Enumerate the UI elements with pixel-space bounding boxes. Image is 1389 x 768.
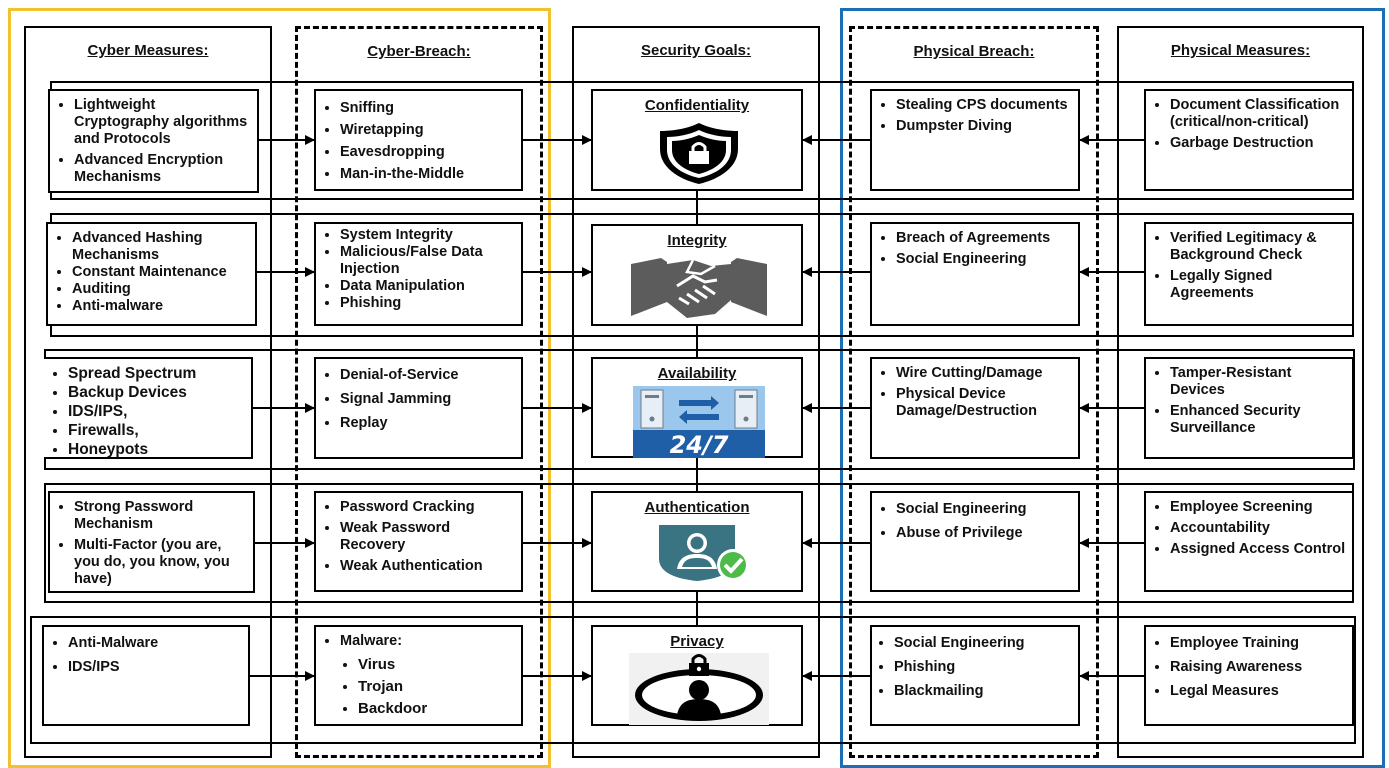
list-item: Password Cracking bbox=[340, 499, 517, 516]
physical-measures-box-authentication: Employee Screening Accountability Assign… bbox=[1144, 491, 1354, 592]
list-item: Dumpster Diving bbox=[896, 118, 1074, 135]
list-item: Wiretapping bbox=[340, 119, 517, 141]
goal-title: Integrity bbox=[667, 232, 727, 249]
list-item: Enhanced Security Surveillance bbox=[1170, 403, 1348, 437]
list-item: Eavesdropping bbox=[340, 141, 517, 163]
list-item: Advanced Encryption Mechanisms bbox=[74, 152, 253, 186]
list-item: IDS/IPS, bbox=[68, 402, 247, 421]
cyber-breach-box-privacy: Malware: Virus Trojan Backdoor bbox=[314, 625, 523, 726]
list-item: Blackmailing bbox=[894, 681, 1074, 701]
cyber-measures-box-integrity: Advanced Hashing Mechanisms Constant Mai… bbox=[46, 222, 257, 326]
cyber-breach-box-confidentiality: Sniffing Wiretapping Eavesdropping Man-i… bbox=[314, 89, 523, 191]
goal-box-authentication: Authentication bbox=[591, 491, 803, 592]
physical-breach-box-availability: Wire Cutting/Damage Physical Device Dama… bbox=[870, 357, 1080, 459]
list-item: Lightweight Cryptography algorithms and … bbox=[74, 97, 253, 148]
column-header-physical-measures: Physical Measures: bbox=[1170, 42, 1311, 59]
physical-breach-box-privacy: Social Engineering Phishing Blackmailing bbox=[870, 625, 1080, 726]
list-item: Signal Jamming bbox=[340, 389, 517, 409]
list-item: Tamper-Resistant Devices bbox=[1170, 365, 1348, 399]
list-item: IDS/IPS bbox=[68, 657, 244, 677]
physical-measures-box-availability: Tamper-Resistant Devices Enhanced Securi… bbox=[1144, 357, 1354, 459]
list-item: Denial-of-Service bbox=[340, 365, 517, 385]
goal-title: Authentication bbox=[644, 499, 750, 516]
list-item: Multi-Factor (you are, you do, you know,… bbox=[74, 537, 249, 588]
cyber-measures-box-availability: Spread Spectrum Backup Devices IDS/IPS, … bbox=[44, 357, 253, 459]
cyber-breach-box-authentication: Password Cracking Weak Password Recovery… bbox=[314, 491, 523, 592]
row-frame-privacy bbox=[30, 616, 1356, 744]
physical-measures-box-confidentiality: Document Classification (critical/non-cr… bbox=[1144, 89, 1354, 191]
cyber-breach-box-availability: Denial-of-Service Signal Jamming Replay bbox=[314, 357, 523, 459]
goal-box-integrity: Integrity bbox=[591, 224, 803, 326]
goal-box-privacy: Privacy bbox=[591, 625, 803, 726]
goal-box-availability: Availability 24/7 bbox=[591, 357, 803, 458]
list-item: Weak Authentication bbox=[340, 558, 517, 575]
list-item: Verified Legitimacy & Background Check bbox=[1170, 230, 1348, 264]
list-item: Social Engineering bbox=[894, 633, 1074, 653]
list-item: Trojan bbox=[358, 676, 521, 698]
list-item: Stealing CPS documents bbox=[896, 97, 1074, 114]
list-item: Social Engineering bbox=[896, 499, 1074, 519]
goal-title: Privacy bbox=[670, 633, 724, 650]
list-item: Assigned Access Control bbox=[1170, 541, 1348, 558]
column-header-physical-breach: Physical Breach: bbox=[913, 43, 1035, 60]
cyber-measures-box-authentication: Strong Password Mechanism Multi-Factor (… bbox=[48, 491, 255, 593]
list-item: Anti-malware bbox=[72, 298, 251, 315]
goal-box-confidentiality: Confidentiality bbox=[591, 89, 803, 191]
column-header-security-goals: Security Goals: bbox=[640, 42, 752, 59]
list-item: Malware: bbox=[340, 633, 517, 650]
handshake-icon bbox=[631, 258, 767, 318]
list-item: Honeypots bbox=[68, 440, 247, 459]
cyber-measures-box-privacy: Anti-Malware IDS/IPS bbox=[42, 625, 250, 726]
list-item: Physical Device Damage/Destruction bbox=[896, 386, 1074, 420]
list-item: Spread Spectrum bbox=[68, 364, 247, 383]
physical-measures-box-integrity: Verified Legitimacy & Background Check L… bbox=[1144, 222, 1354, 326]
list-item: Legally Signed Agreements bbox=[1170, 268, 1348, 302]
list-item: Wire Cutting/Damage bbox=[896, 365, 1074, 382]
list-item: Man-in-the-Middle bbox=[340, 163, 517, 185]
physical-breach-box-confidentiality: Stealing CPS documents Dumpster Diving bbox=[870, 89, 1080, 191]
list-item: Auditing bbox=[72, 281, 251, 298]
shield-lock-icon bbox=[660, 123, 738, 184]
badge-24-7: 24/7 bbox=[670, 431, 729, 458]
list-item: Data Manipulation bbox=[340, 278, 517, 295]
servers-24-7-icon: 24/7 bbox=[633, 386, 765, 458]
list-item: Phishing bbox=[340, 295, 517, 312]
list-item: Document Classification (critical/non-cr… bbox=[1170, 97, 1348, 131]
list-item: Weak Password Recovery bbox=[340, 520, 517, 554]
list-item: Accountability bbox=[1170, 520, 1348, 537]
goal-title: Availability bbox=[657, 365, 737, 382]
physical-breach-box-authentication: Social Engineering Abuse of Privilege bbox=[870, 491, 1080, 592]
list-item: Virus bbox=[358, 654, 521, 676]
list-item: Employee Screening bbox=[1170, 499, 1348, 516]
goal-title: Confidentiality bbox=[644, 97, 750, 114]
list-item: Legal Measures bbox=[1170, 681, 1348, 701]
list-item: System Integrity bbox=[340, 227, 517, 244]
list-item: Malicious/False Data Injection bbox=[340, 244, 517, 278]
cyber-breach-box-integrity: System Integrity Malicious/False Data In… bbox=[314, 222, 523, 326]
list-item: Abuse of Privilege bbox=[896, 523, 1074, 543]
list-item: Sniffing bbox=[340, 97, 517, 119]
list-item: Backup Devices bbox=[68, 383, 247, 402]
list-item: Advanced Hashing Mechanisms bbox=[72, 230, 251, 264]
physical-measures-box-privacy: Employee Training Raising Awareness Lega… bbox=[1144, 625, 1354, 726]
list-item: Breach of Agreements bbox=[896, 230, 1074, 247]
list-item: Employee Training bbox=[1170, 633, 1348, 653]
list-item: Raising Awareness bbox=[1170, 657, 1348, 677]
list-item: Garbage Destruction bbox=[1170, 135, 1348, 152]
list-item: Social Engineering bbox=[896, 251, 1074, 268]
user-check-icon bbox=[659, 525, 749, 581]
list-item: Phishing bbox=[894, 657, 1074, 677]
cyber-measures-box-confidentiality: Lightweight Cryptography algorithms and … bbox=[48, 89, 259, 193]
list-item: Backdoor bbox=[358, 698, 521, 720]
column-header-cyber-breach: Cyber-Breach: bbox=[367, 43, 471, 60]
list-item: Replay bbox=[340, 413, 517, 433]
physical-breach-box-integrity: Breach of Agreements Social Engineering bbox=[870, 222, 1080, 326]
list-item: Constant Maintenance bbox=[72, 264, 251, 281]
list-item: Anti-Malware bbox=[68, 633, 244, 653]
list-item: Firewalls, bbox=[68, 421, 247, 440]
column-header-cyber-measures: Cyber Measures: bbox=[87, 42, 209, 59]
list-item: Strong Password Mechanism bbox=[74, 499, 249, 533]
private-user-icon bbox=[629, 653, 769, 725]
